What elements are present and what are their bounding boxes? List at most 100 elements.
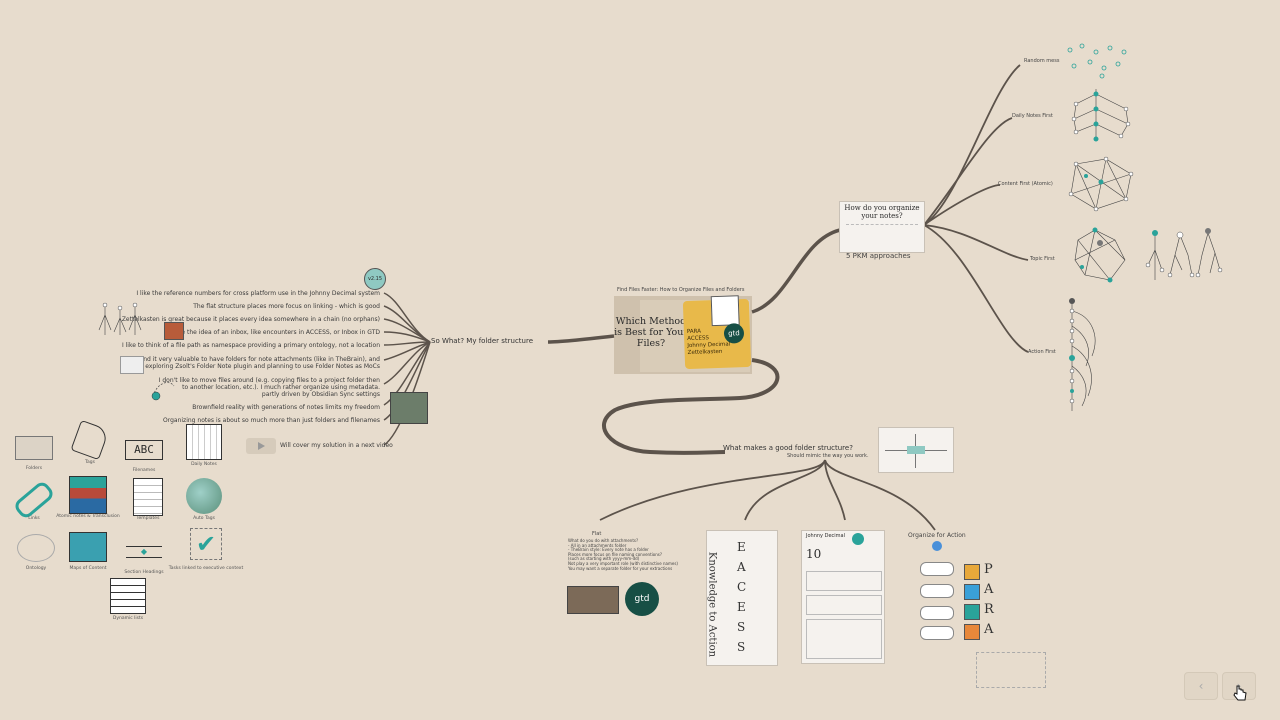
tool-label: Auto Tags — [193, 516, 215, 521]
kta-letter: A — [737, 560, 746, 574]
tool-label: Ontology — [25, 566, 47, 571]
calendar-icon — [184, 424, 224, 462]
my-point-11: Brownfield reality with generations of n… — [192, 404, 380, 411]
daily-graph-icon — [1071, 89, 1131, 142]
table-icon — [108, 578, 148, 616]
good-structure-subtitle: Should mimic the way you work. — [787, 453, 869, 459]
flat-line: What do you do with attachments? — [568, 538, 639, 543]
branch-good-children — [599, 459, 936, 531]
my-point-10: partly driven by Obsidian Sync settings — [261, 391, 380, 398]
kta-letter: C — [737, 580, 747, 594]
approach-daily: Daily Notes First — [1012, 113, 1053, 119]
atomic-notes-icon — [68, 476, 108, 514]
tool-section: ◆Section Headings — [124, 532, 164, 580]
tool-globe: Auto Tags — [184, 478, 224, 526]
branch-daily — [923, 117, 1013, 226]
my-point-13: Will cover my solution in a next video — [280, 442, 393, 449]
ofa-letter: P — [984, 562, 993, 577]
center-caption: Find Files Faster: How to Organize Files… — [617, 287, 745, 293]
flat-line: You may want a separate folder for your … — [568, 565, 673, 571]
branch-content — [923, 184, 1001, 226]
tool-calendar: Daily Notes — [184, 424, 224, 472]
kta-letter: E — [737, 540, 746, 554]
flat-lines: What do you do with attachments?- All in… — [568, 538, 678, 571]
my-point-6: I find it very valuable to have folders … — [135, 356, 380, 363]
ofa-bubbles — [920, 562, 954, 640]
tool-template: Templates — [128, 478, 168, 526]
gtd-logo-icon: gtd — [625, 582, 659, 616]
template-icon — [128, 478, 168, 516]
ofa-letter: A — [984, 582, 994, 597]
my-point-9: to another location, etc.). I much rathe… — [182, 384, 380, 391]
tool-brain: Ontology — [16, 528, 56, 576]
prev-button[interactable]: ‹ — [1184, 672, 1218, 700]
map-icon — [68, 528, 108, 566]
inbox-icon — [164, 322, 184, 340]
tool-label: Section Headings — [124, 570, 164, 575]
ofa-row: P — [964, 562, 1004, 580]
brownfield-building-icon — [390, 392, 428, 424]
my-point-8: I don't like to move files around (e.g. … — [158, 377, 380, 384]
my-point-2: The flat structure places more focus on … — [193, 303, 380, 310]
content-graph-icon — [1068, 156, 1134, 212]
random-graph-icon — [1067, 43, 1127, 79]
kta-letter: S — [737, 620, 746, 634]
my-point-12: Organizing notes is about so much more t… — [163, 417, 380, 424]
center-title: Which Method is Best for Your Files? — [614, 316, 688, 349]
brain-icon — [16, 528, 56, 566]
topic-graph-icon — [1074, 227, 1223, 283]
tool-atomic-notes: Atomic notes & Transclusion — [56, 476, 120, 524]
tool-label: Filenames — [132, 468, 156, 473]
sticker-line: Zettelkasten — [687, 348, 723, 357]
ofa-row-icon — [964, 584, 980, 600]
approach-action: Action First — [1028, 349, 1056, 355]
ofa-row-icon — [964, 604, 980, 620]
action-graph-icon — [1069, 298, 1096, 411]
tool-map: Maps of Content — [68, 528, 108, 576]
approach-content: Content First (Atomic) — [998, 181, 1053, 187]
video-play-icon[interactable] — [246, 438, 276, 454]
tool-link: Links — [12, 478, 56, 526]
link-icon — [12, 478, 56, 521]
branch-my-points — [383, 292, 431, 446]
tool-check: ✔Tasks linked to executive context — [169, 528, 243, 576]
flat-line: Places more focus on file naming convent… — [568, 551, 662, 557]
tool-label: Dynamic lists — [112, 616, 144, 621]
approach-random: Random mess — [1024, 58, 1060, 64]
flat-line: Not play a very important role (with dis… — [568, 560, 678, 566]
tree-diagram-icon — [98, 302, 142, 335]
tool-label: Tags — [85, 460, 95, 465]
tool-folder: Folders — [14, 428, 54, 476]
flat-line: (such as starting with yyyy-mm-dd) — [568, 556, 640, 562]
good-structure-title: What makes a good folder structure? — [723, 444, 853, 452]
tool-label: Maps of Content — [69, 566, 107, 571]
my-point-5: I like to think of a file path as namesp… — [121, 342, 380, 349]
tag-icon — [70, 419, 110, 461]
tool-tag: Tags — [70, 419, 110, 470]
folder-note-icon — [120, 356, 144, 374]
abc-icon: ABC — [124, 430, 164, 468]
tool-label: Atomic notes & Transclusion — [56, 514, 120, 519]
approach-topic: Topic First — [1030, 256, 1055, 262]
ofa-letter: A — [984, 622, 994, 637]
ofa-row: A — [964, 582, 1004, 600]
folder-icon — [14, 428, 54, 466]
ofa-row: A — [964, 622, 1004, 640]
ofa-person-icon — [932, 541, 942, 551]
branch-good-structure — [602, 358, 780, 455]
ofa-title: Organize for Action — [908, 532, 966, 539]
tool-label: Tasks linked to executive context — [168, 566, 244, 571]
ofa-row-icon — [964, 564, 980, 580]
hand-cursor-icon — [1233, 685, 1247, 701]
branch-random — [923, 64, 1021, 226]
branch-topic — [923, 224, 1029, 261]
my-point-7: I am exploring Zsolt's Folder Note plugi… — [130, 363, 380, 370]
tool-label: Templates — [136, 516, 160, 521]
organize-notes-subtitle: 5 PKM approaches — [846, 252, 911, 260]
check-icon: ✔ — [186, 528, 226, 566]
kta-letter: S — [737, 640, 746, 654]
